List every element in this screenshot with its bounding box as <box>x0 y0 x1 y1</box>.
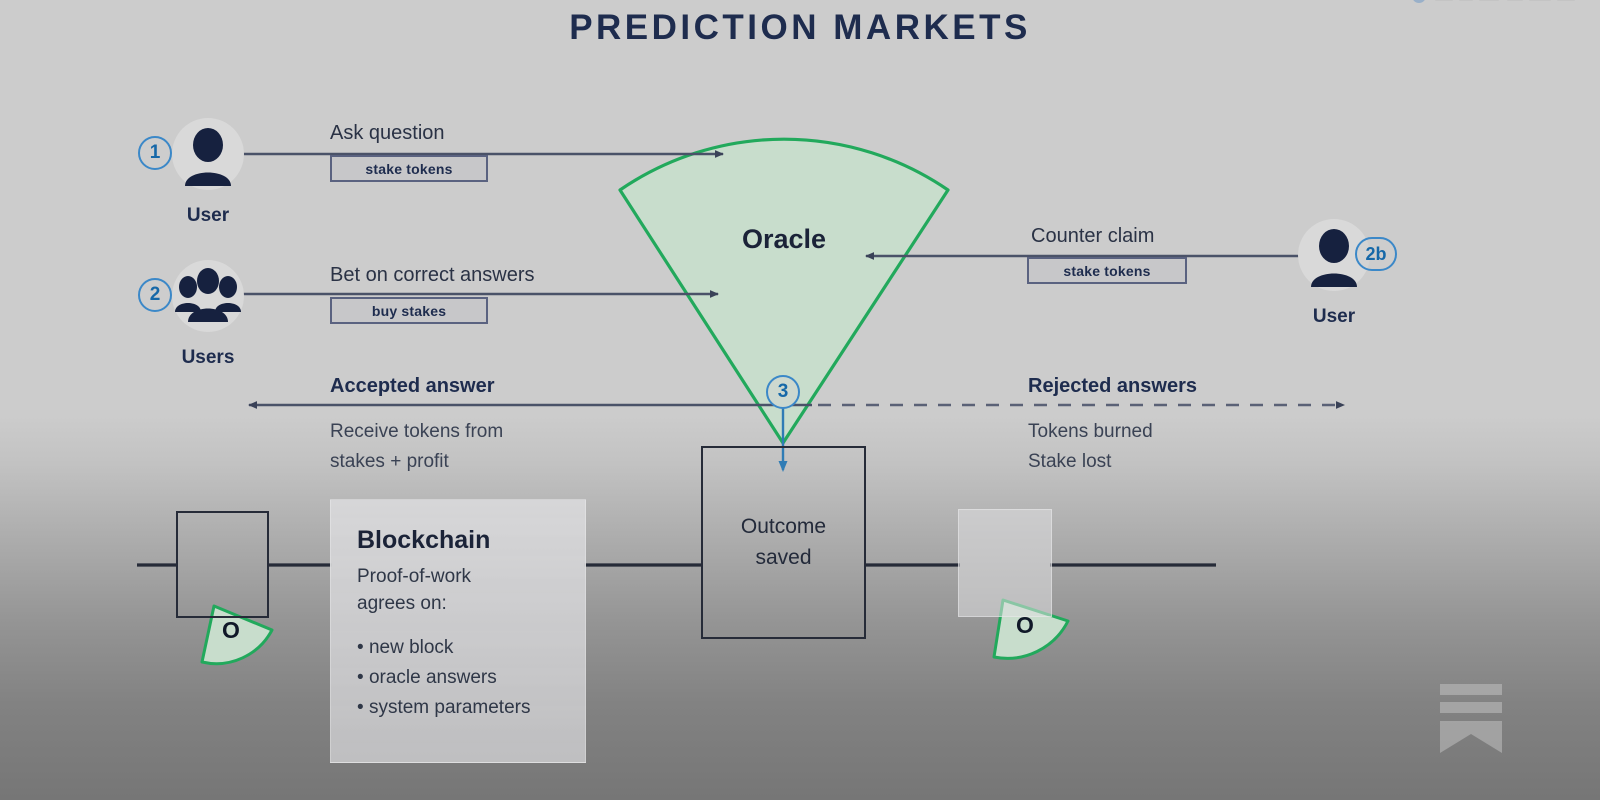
label-bet-on-correct-answers: Bet on correct answers <box>330 264 535 286</box>
step-badge-2b: 2b <box>1355 237 1397 271</box>
step-badge-2: 2 <box>138 278 172 312</box>
blockchain-panel: Blockchain Proof-of-work agrees on: new … <box>330 499 586 763</box>
blockchain-subtitle-line-2: agrees on: <box>357 593 447 615</box>
detail-rejected-line-2: Stake lost <box>1028 451 1112 472</box>
outcome-line-1: Outcome <box>740 515 827 539</box>
step-badge-3: 3 <box>766 375 800 409</box>
detail-accepted-line-2: stakes + profit <box>330 451 449 472</box>
label-ask-question: Ask question <box>330 122 445 144</box>
avatar-user-2b <box>1298 219 1370 291</box>
avatar-users-2 <box>172 260 244 332</box>
oracle-wedge-shape <box>618 137 950 445</box>
detail-accepted-line-1: Receive tokens from <box>330 421 504 442</box>
avatar-user-1 <box>172 118 244 190</box>
blockchain-title: Blockchain <box>357 526 491 554</box>
outcome-saved-label: Outcome saved <box>741 512 826 573</box>
oracle-mark-glyph-left: O <box>222 617 240 643</box>
group-users-icon <box>175 268 241 322</box>
chain-block-left <box>176 511 269 618</box>
bookmark-logo-icon <box>1440 684 1502 753</box>
avatar-label-users-2: Users <box>181 347 235 368</box>
single-user-icon <box>1311 229 1357 287</box>
avatar-label-user-1: User <box>186 205 230 226</box>
outcome-saved-box: Outcome saved <box>701 446 866 639</box>
oracle-mark-glyph-right: O <box>1016 612 1034 638</box>
list-item: new block <box>357 633 585 663</box>
label-counter-claim: Counter claim <box>1031 225 1155 247</box>
blockchain-agreement-list: new block oracle answers system paramete… <box>357 633 585 723</box>
chain-block-right <box>958 509 1052 617</box>
single-user-icon <box>185 128 231 186</box>
oracle-mark-left-wedge <box>200 604 274 666</box>
top-right-watermark <box>1413 0 1575 3</box>
label-rejected-answers: Rejected answers <box>1028 375 1197 397</box>
detail-rejected-line-1: Tokens burned <box>1028 421 1153 442</box>
step-badge-1: 1 <box>138 136 172 170</box>
outcome-line-2: saved <box>755 545 812 569</box>
avatar-label-user-2b: User <box>1312 306 1356 327</box>
chip-stake-tokens-counter: stake tokens <box>1027 257 1187 284</box>
label-accepted-answer: Accepted answer <box>330 375 495 397</box>
list-item: oracle answers <box>357 663 585 693</box>
page-title: PREDICTION MARKETS <box>569 8 1031 47</box>
chip-buy-stakes: buy stakes <box>330 297 488 324</box>
chip-stake-tokens-ask: stake tokens <box>330 155 488 182</box>
blockchain-subtitle-line-1: Proof-of-work <box>357 566 472 587</box>
oracle-label: Oracle <box>742 224 827 254</box>
list-item: system parameters <box>357 693 585 723</box>
